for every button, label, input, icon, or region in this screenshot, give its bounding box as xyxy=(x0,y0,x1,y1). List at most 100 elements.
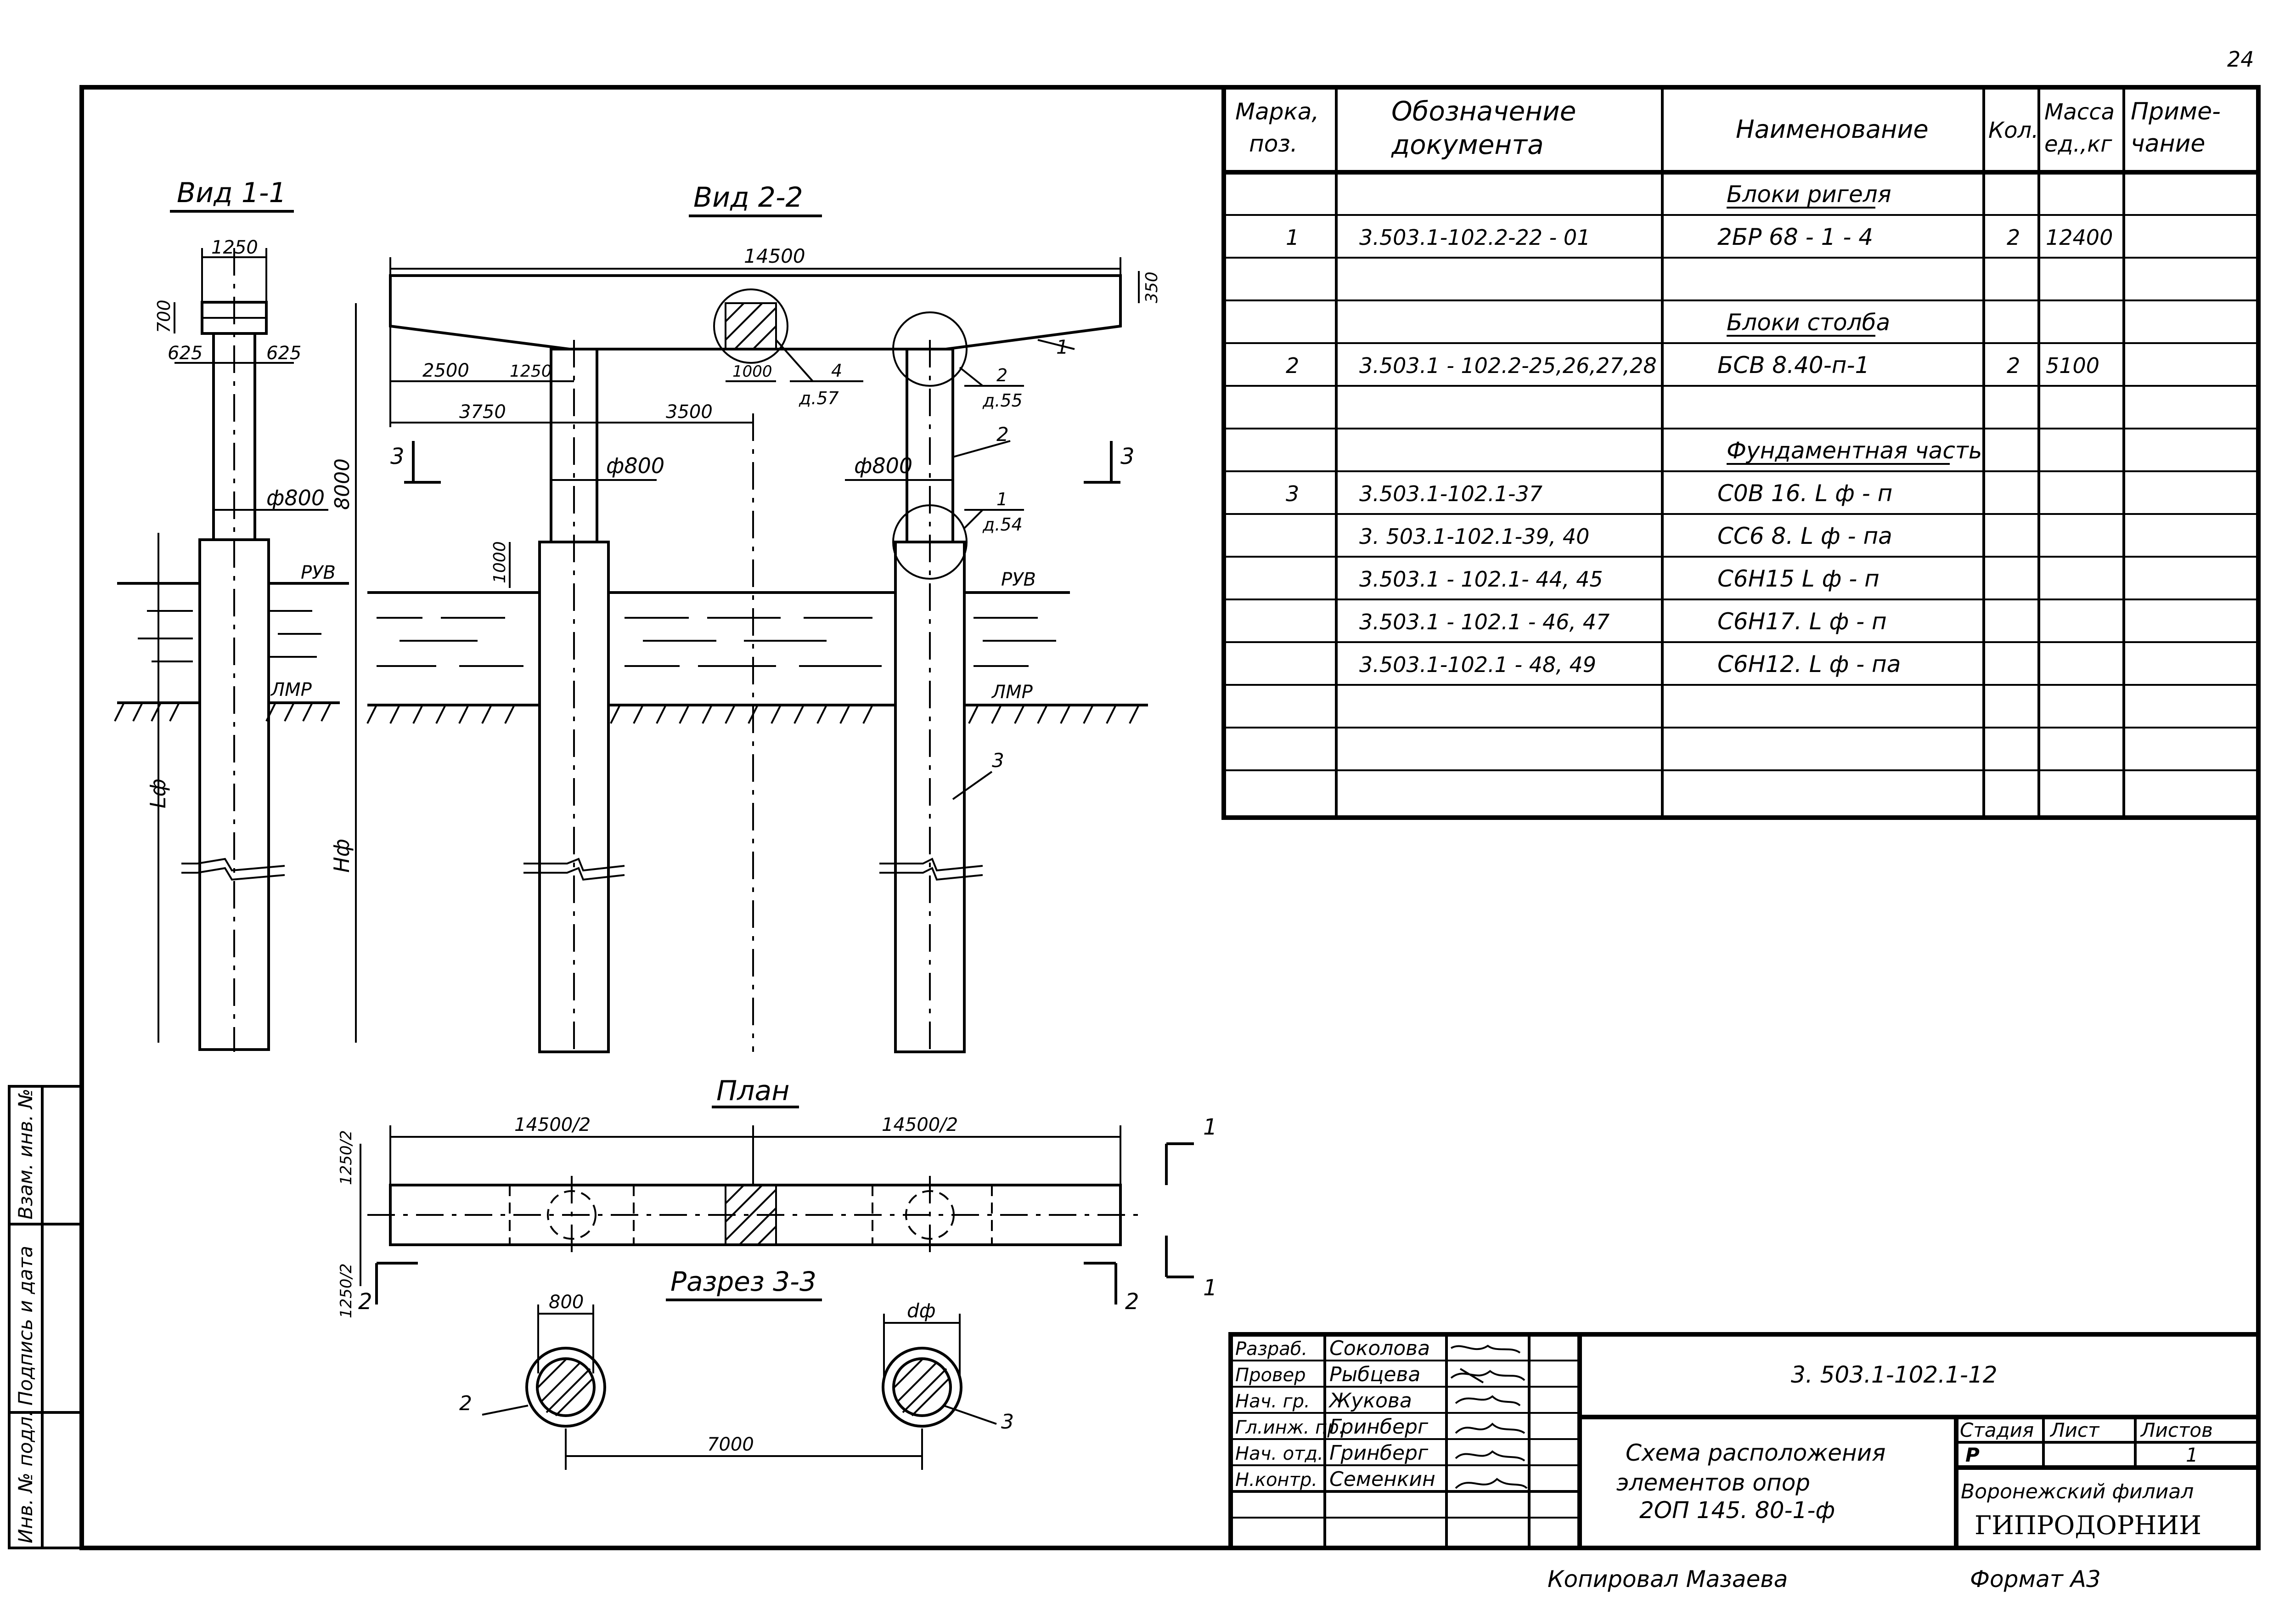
view11-dim-700: 700 xyxy=(154,299,174,333)
plan-cut-2-right: 2 xyxy=(1125,1289,1139,1315)
hdr-mass-1: Масса xyxy=(2044,99,2115,125)
plan-title: План xyxy=(716,1075,789,1107)
spec-table: Марка, поз. Обозначение документа Наимен… xyxy=(1221,85,2261,820)
tb-role: Разраб. xyxy=(1235,1338,1307,1360)
cell-designation: 3.503.1 - 102.2-25,26,27,28 xyxy=(1359,353,1657,378)
hdr-note-1: Приме- xyxy=(2131,98,2221,125)
tb-role-name: Семенкин xyxy=(1329,1468,1435,1491)
cell-designation: 3.503.1-102.1-37 xyxy=(1359,481,1542,506)
cell-name: С6Н15 L ф - п xyxy=(1717,565,1880,592)
view22-section-right: 3 xyxy=(1120,444,1135,469)
tb-role: Нач. отд. xyxy=(1235,1443,1323,1464)
cell-mark: 1 xyxy=(1286,225,1299,250)
footer-copied: Копировал Мазаева xyxy=(1548,1566,1788,1592)
tb-doc-code: 3. 503.1-102.1-12 xyxy=(1791,1361,1998,1388)
plan-dim-right: 14500/2 xyxy=(882,1114,958,1135)
view22-lmr: ЛМР xyxy=(991,682,1033,703)
stamp-vzam-inv: Взам. инв. № xyxy=(14,1089,37,1220)
view22-ruv: РУВ xyxy=(1001,569,1036,590)
plan-dim-side-bottom: 1250/2 xyxy=(337,1263,355,1318)
plan-cut-2-left: 2 xyxy=(358,1289,372,1315)
section33-dim-7000: 7000 xyxy=(707,1434,754,1455)
view-2-2: Вид 2-2 14500 350 8000 Hф xyxy=(329,181,1161,1053)
view22-section-left: 3 xyxy=(390,444,405,469)
view11-title: Вид 1-1 xyxy=(177,177,287,209)
hdr-mark-1: Марка, xyxy=(1235,98,1319,125)
view22-phi-right: ф800 xyxy=(854,453,912,478)
cell-name: Блоки ригеля xyxy=(1727,181,1891,208)
view22-dim-8000: 8000 xyxy=(331,458,354,510)
hdr-mark-2: поз. xyxy=(1249,130,1298,157)
tb-role: Нач. гр. xyxy=(1235,1391,1310,1412)
view11-dim-1250: 1250 xyxy=(211,237,258,258)
tb-role: Провер xyxy=(1235,1365,1306,1386)
cell-mark: 2 xyxy=(1286,353,1299,378)
view22-title: Вид 2-2 xyxy=(693,181,803,214)
tb-sheets-value: 1 xyxy=(2186,1444,2198,1466)
footer-format: Формат А3 xyxy=(1970,1566,2101,1592)
tb-org-line2: ГИПРОДОРНИИ xyxy=(1975,1511,2201,1541)
view11-ruv: РУВ xyxy=(301,562,336,583)
stamp-sign-date: Подпись и дата xyxy=(14,1246,37,1406)
view-1-1: Вид 1-1 1250 700 625 625 ф800 Lф РУВ xyxy=(114,177,349,1052)
hdr-mass-2: ед.,кг xyxy=(2044,131,2112,157)
tb-role-name: Рыбцева xyxy=(1329,1363,1420,1386)
cell-designation: 3.503.1 - 102.1- 44, 45 xyxy=(1359,567,1603,592)
stamp-inv-no: Инв. № подл. xyxy=(14,1410,37,1543)
cell-qty: 2 xyxy=(2007,225,2020,250)
cell-name: С0В 16. L ф - п xyxy=(1717,480,1892,507)
view22-callout-3: 3 xyxy=(992,749,1004,772)
view22-node-4: 4 xyxy=(831,361,842,381)
view22-phi-left: ф800 xyxy=(606,453,664,478)
tb-sheets-header: Листов xyxy=(2140,1419,2213,1441)
cell-mass: 5100 xyxy=(2046,353,2099,378)
hdr-designation-2: документа xyxy=(1391,129,1544,160)
cell-designation: 3.503.1 - 102.1 - 46, 47 xyxy=(1359,610,1609,634)
hdr-name: Наименование xyxy=(1736,115,1929,144)
tb-title-1: Схема расположения xyxy=(1626,1440,1885,1466)
view22-dim-hf: Hф xyxy=(329,839,354,873)
cell-name: Фундаментная часть xyxy=(1727,437,1982,464)
view22-node-4-ref: д.57 xyxy=(799,388,839,408)
cell-mass: 12400 xyxy=(2046,225,2113,250)
cell-designation: 3. 503.1-102.1-39, 40 xyxy=(1359,524,1589,549)
view22-callout-2: 2 xyxy=(996,423,1009,446)
tb-role-name: Гринберг xyxy=(1329,1415,1429,1439)
tb-title-2: элементов опор xyxy=(1616,1469,1810,1496)
plan-view: План 14500/2 14500/2 1250/2 1250/2 1 1 xyxy=(337,1075,1217,1318)
section33-callout-3: 3 xyxy=(1001,1410,1014,1434)
tb-role: Гл.инж. пр. xyxy=(1235,1417,1345,1438)
table-row: Блоки ригеля xyxy=(1727,181,1891,209)
view22-dim-3500: 3500 xyxy=(666,401,713,423)
cell-name: СС6 8. L ф - па xyxy=(1717,523,1892,549)
table-row: 3.503.1 - 102.1- 44, 45 С6Н15 L ф - п xyxy=(1359,565,1880,592)
hdr-note-2: чание xyxy=(2131,130,2205,158)
tb-org-line1: Воронежский филиал xyxy=(1961,1480,2194,1503)
view11-dim-lf: Lф xyxy=(146,779,170,808)
table-row: 3 3.503.1-102.1-37 С0В 16. L ф - п xyxy=(1286,480,1892,507)
view22-dim-2500: 2500 xyxy=(422,360,469,381)
tb-sheet-header: Лист xyxy=(2049,1419,2100,1441)
tb-role-name: Соколова xyxy=(1329,1337,1430,1360)
tb-role: Н.контр. xyxy=(1235,1469,1317,1491)
view22-dim-1000-top: 1000 xyxy=(732,362,772,381)
table-row: 3. 503.1-102.1-39, 40 СС6 8. L ф - па xyxy=(1359,523,1892,549)
cell-designation: 3.503.1-102.1 - 48, 49 xyxy=(1359,652,1596,677)
section33-dim-df: dф xyxy=(907,1299,936,1322)
view11-dim-phi: ф800 xyxy=(266,486,325,510)
tb-title-3: 2ОП 145. 80-1-ф xyxy=(1639,1497,1835,1524)
plan-cut-1-top: 1 xyxy=(1203,1114,1217,1140)
cell-designation: 3.503.1-102.2-22 - 01 xyxy=(1359,225,1590,250)
cell-name: Блоки столба xyxy=(1727,309,1890,336)
plan-cut-1-bottom: 1 xyxy=(1203,1275,1217,1301)
view22-dim-3750: 3750 xyxy=(459,401,506,423)
view22-node-1: 1 xyxy=(996,489,1007,509)
tb-role-name: Жукова xyxy=(1328,1389,1412,1412)
cell-mark: 3 xyxy=(1286,481,1299,506)
view22-callout-1: 1 xyxy=(1056,336,1069,358)
table-row: Блоки столба xyxy=(1727,309,1890,337)
